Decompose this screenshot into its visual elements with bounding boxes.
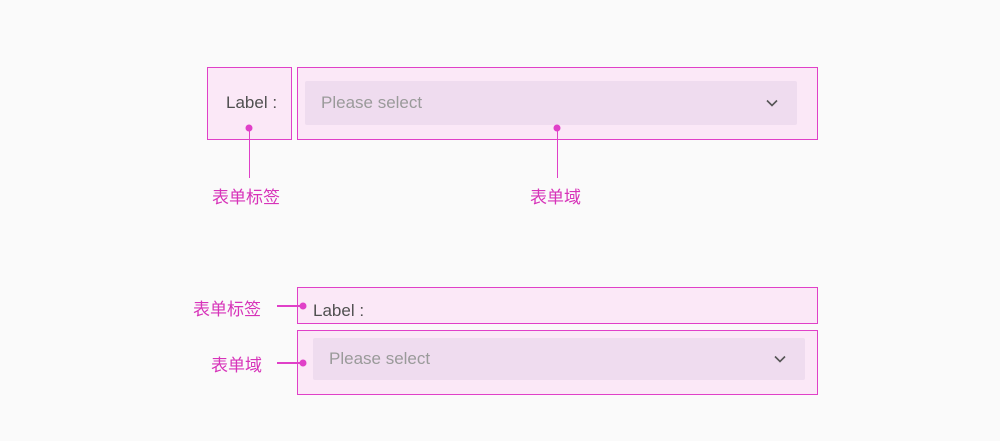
vertical-label-box [297, 287, 818, 324]
vertical-select[interactable]: Please select [313, 338, 805, 380]
annotation-form-label: 表单标签 [212, 188, 280, 208]
annotation-form-field: 表单域 [530, 188, 581, 208]
horizontal-form-label: Label : [226, 93, 278, 112]
field-leader-line [277, 362, 303, 364]
annotation-form-label: 表单标签 [193, 300, 261, 320]
select-placeholder: Please select [321, 93, 423, 112]
annotation-form-field: 表单域 [211, 356, 262, 376]
chevron-down-icon [766, 99, 778, 107]
horizontal-select[interactable]: Please select [305, 81, 797, 125]
select-placeholder: Please select [329, 349, 431, 368]
label-anchor-dot [299, 302, 307, 309]
label-leader-line [248, 128, 250, 178]
field-anchor-dot [299, 359, 307, 366]
chevron-down-icon [774, 355, 786, 363]
field-leader-line [556, 128, 558, 178]
vertical-form-label: Label : [313, 301, 365, 320]
label-leader-line [277, 305, 303, 307]
